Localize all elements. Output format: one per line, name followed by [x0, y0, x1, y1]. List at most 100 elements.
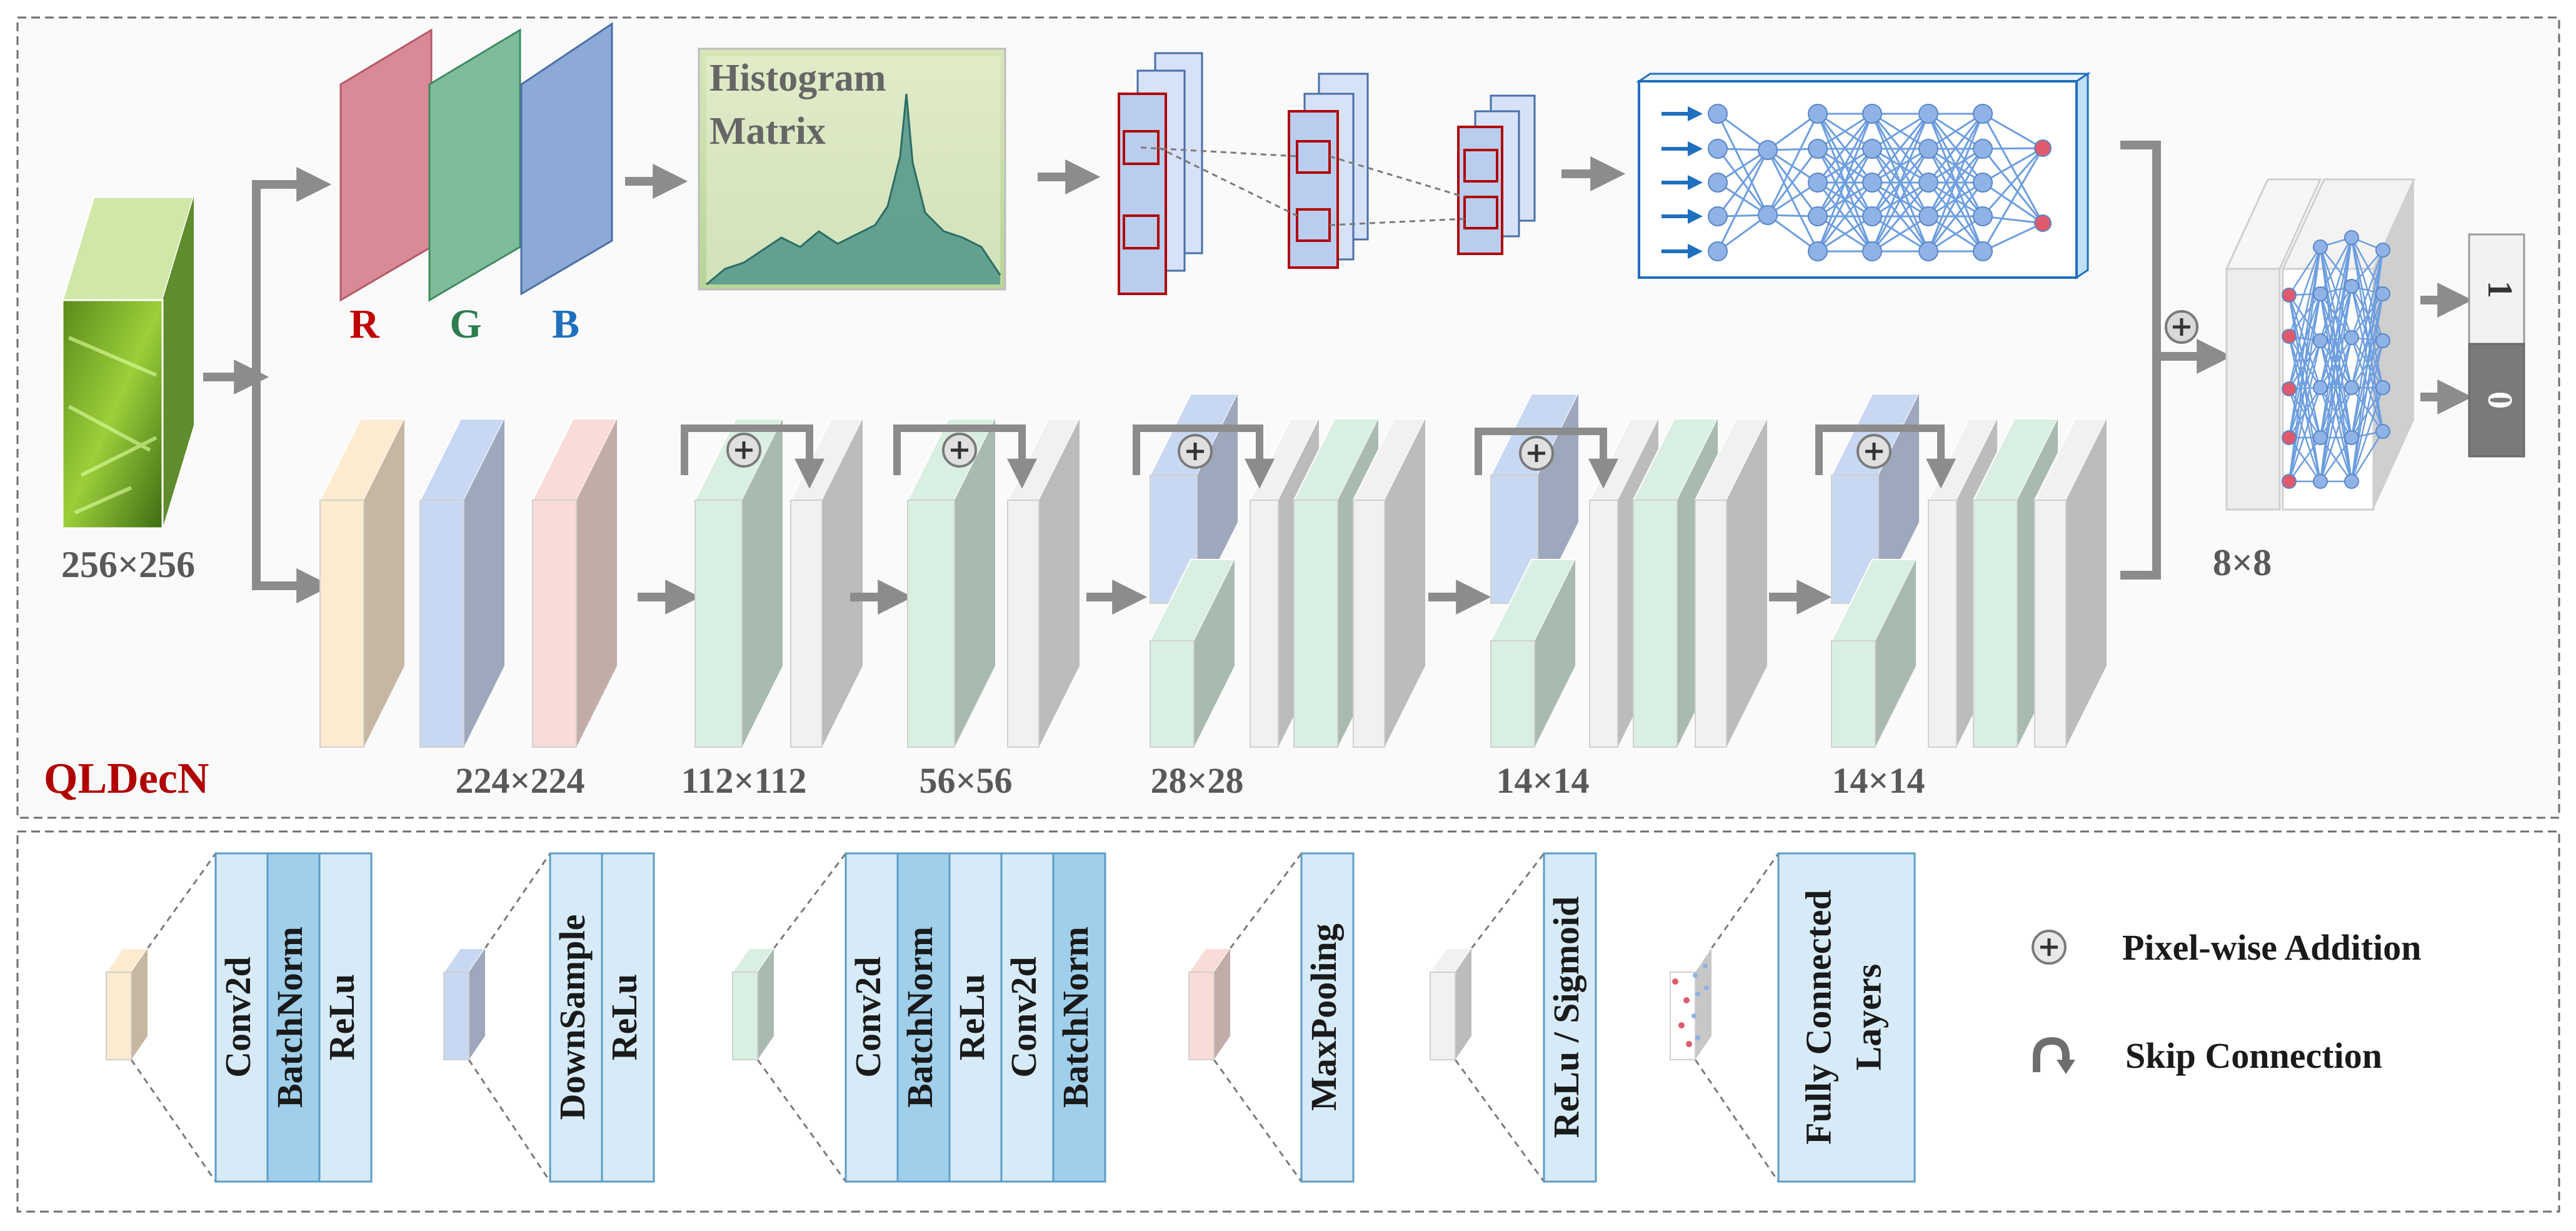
- legend-downsample-block-column: [549, 852, 603, 1183]
- mlp-node: [2034, 214, 2052, 232]
- legend-conv-block-label: Conv2d: [218, 957, 258, 1077]
- fc-node: [2375, 380, 2390, 395]
- output-label-0: 0: [2480, 391, 2519, 409]
- stage1-skip: [681, 425, 824, 489]
- legend-residual-block-column: [844, 852, 899, 1183]
- legend-activation-block: ReLu / Sigmoid: [1429, 852, 1597, 1183]
- legend-downsample-block: DownSample ReLu: [443, 852, 655, 1183]
- mlp-node: [1708, 241, 1728, 261]
- legend-conv-block-column: [266, 852, 321, 1183]
- mlp-node: [1918, 173, 1938, 193]
- legend-panel-frame: [16, 830, 2560, 1213]
- stage3-residual-block: [1149, 559, 1236, 748]
- mlp-node: [1758, 140, 1778, 160]
- stage2-residual-block: [906, 418, 996, 748]
- fc-node: [2375, 333, 2390, 348]
- mlp-node: [1808, 104, 1828, 124]
- mlp-node: [1808, 206, 1828, 226]
- stage3-activation-block-b: [1352, 418, 1426, 748]
- legend-residual-block-column: [948, 852, 1003, 1183]
- mlp-network: [1661, 104, 2052, 261]
- legend-activation-block-icon: [1429, 948, 1473, 1060]
- fc-node: [2313, 430, 2328, 445]
- input-size-label: 256×256: [61, 544, 195, 585]
- legend-downsample-block-label: DownSample: [552, 915, 593, 1120]
- fc-node: [2375, 286, 2390, 301]
- mlp-node: [1708, 104, 1728, 124]
- mlp-node: [1918, 139, 1938, 159]
- model-name-label: QLDecN: [44, 755, 209, 803]
- stage4-plus-icon: [1519, 436, 1554, 471]
- legend-residual-block-column: [896, 852, 951, 1183]
- mlp-node: [1808, 173, 1828, 193]
- mlp-node: [1862, 173, 1882, 193]
- fc-out-size-label: 8×8: [2213, 542, 2272, 583]
- legend-conv-block-label: ReLu: [321, 974, 362, 1061]
- backbone-layers: [319, 393, 2108, 748]
- output-box-1: 1: [2468, 233, 2525, 345]
- stage-size-14a: 14×14: [1496, 760, 1589, 801]
- mlp-node: [1862, 206, 1882, 226]
- fc-node: [2344, 279, 2359, 294]
- input-image-cube: [61, 196, 196, 530]
- mlp-node: [1708, 173, 1728, 193]
- fc-node: [2313, 239, 2328, 254]
- merge-plus-icon: [2165, 310, 2198, 344]
- stage-size-56: 56×56: [919, 760, 1012, 801]
- channel-g-plane: [428, 28, 521, 302]
- legend-residual-block-label: BatchNorm: [1055, 927, 1096, 1108]
- fc-node: [2344, 430, 2359, 445]
- mlp-node: [1808, 241, 1828, 261]
- mlp-node: [1973, 139, 1993, 159]
- legend-maxpool-block: MaxPooling: [1188, 852, 1355, 1183]
- mlp-node: [1918, 241, 1938, 261]
- stage2-plus-icon: [942, 433, 977, 468]
- channel-label-b: B: [552, 301, 579, 347]
- mlp-node: [1862, 241, 1882, 261]
- legend-plus-icon: [2032, 930, 2067, 965]
- fc-node: [2375, 424, 2390, 439]
- legend-skip-connection: Skip Connection: [2125, 1035, 2382, 1076]
- mlp-node: [1758, 205, 1778, 225]
- fc-node: [2282, 288, 2297, 303]
- legend-conv-block-icon: [105, 948, 149, 1060]
- legend-downsample-block-label: ReLu: [604, 974, 644, 1061]
- stage5-residual-block: [1830, 559, 1917, 748]
- legend-activation-block-label: ReLu / Sigmoid: [1546, 897, 1586, 1138]
- merge-bracket: [2120, 141, 2232, 580]
- stage-size-224: 224×224: [455, 760, 584, 801]
- stage5-skip: [1815, 425, 1956, 489]
- legend-maxpool-block-label: MaxPooling: [1303, 923, 1344, 1111]
- mlp-node: [1862, 104, 1882, 124]
- fc-node: [2344, 230, 2359, 245]
- fc-node: [2313, 474, 2328, 489]
- stage4-residual-block: [1490, 559, 1576, 748]
- stage1-activation-block: [789, 418, 864, 748]
- stem-downsample-block: [419, 418, 506, 748]
- legend-maxpool-block-column: [1300, 852, 1355, 1183]
- legend-maxpool-block-icon: [1188, 948, 1231, 1060]
- fc-network: [2282, 230, 2390, 489]
- legend-residual-block-column: [1052, 852, 1106, 1183]
- histogram-matrix: [698, 48, 1006, 291]
- output-box-0: 0: [2468, 343, 2525, 458]
- histogram-cnn: [1118, 52, 1536, 295]
- output-label-1: 1: [2480, 281, 2519, 298]
- mlp-node: [1918, 206, 1938, 226]
- stage3-plus-icon: [1178, 434, 1213, 469]
- output-arrows: [2420, 283, 2473, 415]
- histogram-label-line2: Matrix: [709, 110, 826, 153]
- fc-node: [2282, 474, 2297, 489]
- legend-conv-block-column: [318, 852, 373, 1183]
- fc-node: [2313, 380, 2328, 395]
- mlp-node: [1973, 173, 1993, 193]
- stage1-plus-icon: [726, 433, 761, 468]
- legend-downsample-block-column: [601, 852, 655, 1183]
- stage5-activation-block-b: [2033, 418, 2108, 748]
- fc-node: [2282, 430, 2297, 445]
- channel-label-r: R: [349, 301, 380, 347]
